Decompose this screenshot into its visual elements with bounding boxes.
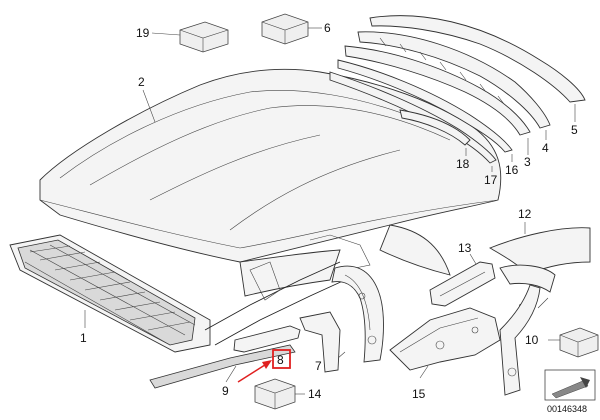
part-10-box bbox=[559, 327, 599, 358]
callout-17: 17 bbox=[484, 173, 498, 187]
callout-1: 1 bbox=[80, 331, 87, 345]
red-arrow-icon bbox=[237, 360, 272, 383]
callout-6: 6 bbox=[324, 21, 331, 35]
trim-11 bbox=[499, 264, 556, 293]
callout-14: 14 bbox=[308, 387, 322, 401]
strip-5 bbox=[369, 15, 586, 103]
callout-15: 15 bbox=[412, 387, 426, 401]
callout-19: 19 bbox=[136, 26, 150, 40]
callout-4: 4 bbox=[542, 141, 549, 155]
bracket-15 bbox=[389, 284, 541, 396]
callout-9: 9 bbox=[222, 384, 229, 398]
soft-top-roof bbox=[39, 68, 502, 297]
callout-10: 10 bbox=[525, 333, 539, 347]
callout-8: 8 bbox=[277, 353, 284, 367]
trim-12 bbox=[488, 227, 591, 275]
part-number: 00146348 bbox=[547, 404, 587, 414]
strip-16 bbox=[337, 59, 513, 153]
callout-13: 13 bbox=[458, 241, 472, 255]
callout-2: 2 bbox=[138, 75, 145, 89]
callout-7: 7 bbox=[315, 359, 322, 373]
strip-3 bbox=[344, 37, 531, 136]
highlight-box-8 bbox=[272, 349, 291, 369]
seal-8 bbox=[233, 311, 341, 373]
trim-13 bbox=[429, 261, 496, 307]
catalog-logo-icon bbox=[544, 369, 596, 401]
callout-16: 16 bbox=[505, 163, 519, 177]
callout-12: 12 bbox=[518, 207, 532, 221]
seal-9 bbox=[149, 344, 296, 389]
strip-18 bbox=[399, 109, 471, 146]
linkage-7 bbox=[331, 265, 384, 363]
part-6-box bbox=[261, 13, 309, 45]
part-19-box bbox=[179, 21, 229, 53]
callout-3: 3 bbox=[524, 155, 531, 169]
callout-5: 5 bbox=[571, 123, 578, 137]
callout-18: 18 bbox=[456, 157, 470, 171]
roof-frame bbox=[9, 234, 371, 353]
part-14-box bbox=[254, 378, 296, 410]
strip-17 bbox=[329, 71, 497, 164]
strip-4 bbox=[357, 31, 551, 129]
